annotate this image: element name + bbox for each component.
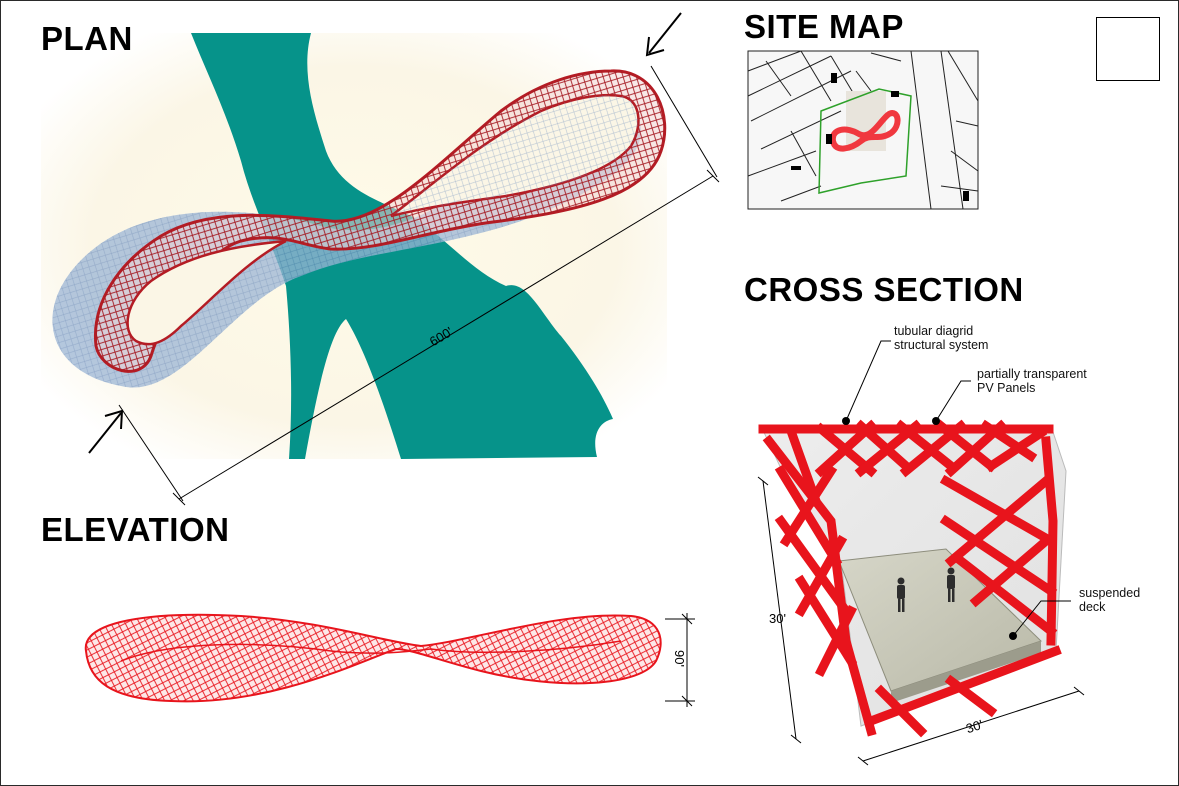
deck-note: suspended deck [1079, 586, 1140, 614]
deck-note-line-2: deck [1079, 600, 1106, 614]
arrow-icon [645, 12, 682, 57]
suspended-deck [838, 548, 1042, 703]
diagrid-note-line-2: structural system [894, 338, 989, 352]
site-map [747, 50, 979, 210]
pv-panels-note-line-2: PV Panels [977, 381, 1036, 395]
leader-dot-icon [842, 417, 1017, 640]
blank-stamp-box [1096, 17, 1160, 81]
arrow-icon [88, 409, 124, 454]
plan-dimension [118, 65, 720, 506]
elevation-drawing [84, 613, 695, 707]
site-boundary [818, 88, 912, 194]
deck-note-line-1: suspended [1079, 586, 1141, 600]
elevation-heading: ELEVATION [41, 511, 230, 548]
section-height-label: 30' [769, 611, 786, 626]
pv-panels-note-line-1: partially transparent [977, 367, 1087, 381]
person-icon [947, 567, 955, 602]
person-icon [897, 577, 905, 612]
plan-heading: PLAN [41, 20, 133, 57]
diagrid-note-line-1: tubular diagrid [894, 324, 974, 338]
cross-section-drawing [757, 340, 1085, 766]
pv-panels-note: partially transparent PV Panels [977, 367, 1087, 395]
section-dimensions [757, 476, 1085, 766]
elevation-height-label: 90' [671, 650, 687, 667]
elevation-dimension [665, 613, 695, 707]
cross-section-heading: CROSS SECTION [744, 271, 1024, 308]
plan-drawing [41, 12, 720, 506]
site-map-heading: SITE MAP [744, 8, 904, 45]
callout-leaders [845, 340, 1071, 637]
infinity-loop [93, 69, 667, 373]
diagrid-note: tubular diagrid structural system [894, 324, 988, 352]
site-loop-marker [829, 110, 901, 152]
diagrid-members [758, 419, 1062, 738]
